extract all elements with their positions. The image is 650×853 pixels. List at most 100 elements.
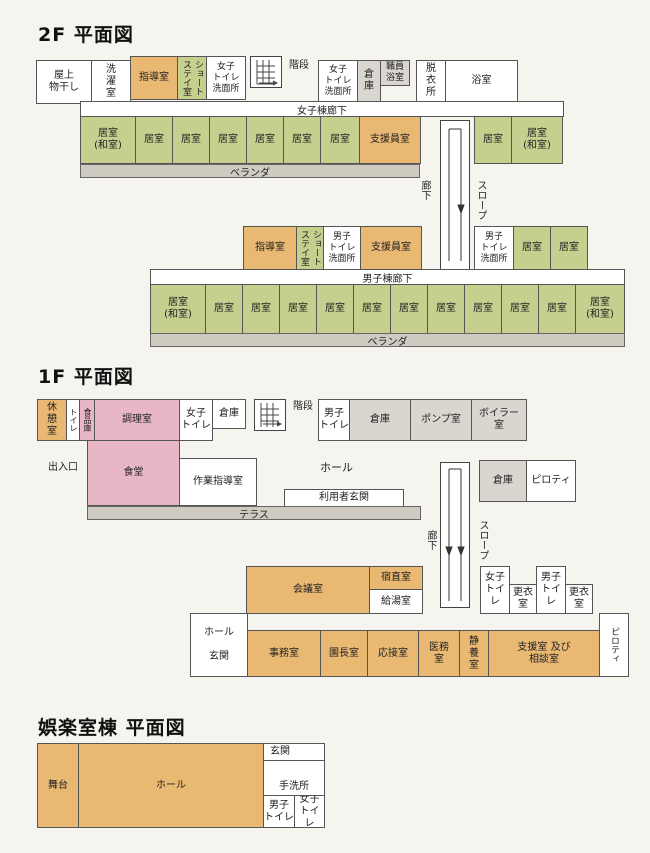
f2-sentaku: 洗 濯 室 [91,60,131,104]
f2-room-bot-7: 居室 [427,284,465,334]
f2-shido-a: 指導室 [130,56,178,100]
f2-slope [440,120,470,270]
f2-room-bot-1: 居室 [205,284,243,334]
title-2f: 2F 平面図 [38,24,134,46]
f1-kyukei: 休 憩 室 [37,399,67,441]
f1-stairs [254,399,286,431]
f2-room-bot-6: 居室 [390,284,428,334]
rec-tearai: 手洗所 [263,760,325,796]
f1-osetsu: 応接室 [367,630,419,677]
f2-roka-label: 廊下 [419,180,430,200]
f1-pump: ポンプ室 [410,399,472,441]
f2-room-top-5: 居室 [283,116,321,164]
f1-dan-toire: 男子 トイレ [318,399,350,441]
f1-jo-toire: 女子 トイレ [179,399,213,441]
f2-room-right-1: 居室 (和室) [511,116,563,164]
f1-shokudo: 食堂 [87,440,180,506]
f1-slope [440,462,470,608]
f2-dan-toilet: 男子 トイレ 洗面所 [323,226,361,270]
f2-men-corridor: 男子棟廊下 [150,269,625,285]
f1-jo-toire2: 女子 トイレ [480,566,510,614]
f1-koui-b: 更衣 室 [565,584,593,614]
f2-room-top-4: 居室 [246,116,284,164]
f2-kyo-r-1: 居室 [550,226,588,270]
f2-stairs [250,56,282,88]
f1-kaidan-label: 階段 [293,401,313,412]
f2-dan-toilet-r: 男子 トイレ 洗面所 [474,226,514,270]
f2-shien-b: 支援員室 [360,226,422,270]
title-recreation: 娯楽室棟 平面図 [38,717,186,739]
f2-room-top-6: 居室 [320,116,360,164]
f1-hall-genkan: ホール 玄関 [190,613,248,677]
f2-kaidan-label: 階段 [289,60,309,71]
f1-boiler: ボイラー 室 [471,399,527,441]
f1-slope-arrow-icon [445,468,465,601]
f2-room-right-0: 居室 [474,116,512,164]
f2-veranda-bottom: ベランダ [150,333,625,348]
f1-shukuchoku: 宿直室 [369,566,423,590]
f1-jimu: 事務室 [247,630,321,677]
f2-jo-toilet: 女子 トイレ 洗面所 [206,56,246,100]
f1-shokuhin: 食品庫 [79,399,95,441]
f2-room-bot-2: 居室 [242,284,280,334]
f2-yokushitsu: 浴室 [445,60,518,102]
f1-koui-a: 更衣 室 [509,584,537,614]
f1-sagyo: 作業指導室 [179,458,257,506]
f2-stairs-icon [256,60,279,86]
f2-veranda-top: ベランダ [80,164,420,179]
f2-jo-toilet2: 女子 トイレ 洗面所 [318,60,358,102]
f2-slope-arrow-icon [448,128,465,261]
f2-shido-b: 指導室 [243,226,297,270]
f2-kyo-r-0: 居室 [513,226,551,270]
f1-hall-label: ホール [320,461,353,474]
f1-shien-sodan: 支援室 及び 相談室 [488,630,600,677]
rec-genkan: 玄関 [263,743,325,761]
f1-piloti-b: ピロティ [599,613,629,677]
rec-hall: ホール [78,743,264,828]
rec-dan-toire: 男子 トイレ [263,795,295,828]
f2-souko: 倉 庫 [357,60,381,102]
f1-toire-s: トイレ [66,399,80,441]
f1-souko-a: 倉庫 [212,399,246,429]
f2-room-bot-10: 居室 [538,284,576,334]
f2-room-bot-5: 居室 [353,284,391,334]
f2-room-bot-11: 居室 (和室) [575,284,625,334]
f2-short-a-label: ショートステイ室 [181,60,203,96]
f2-room-top-0: 居室 (和室) [80,116,136,164]
f2-slope-label: スロープ [475,180,486,220]
f2-women-corridor: 女子棟廊下 [80,101,564,117]
f2-shien-a: 支援員室 [359,116,421,164]
rec-butai: 舞台 [37,743,79,828]
f1-piloti-b-label: ピロティ [609,627,619,663]
f1-shokuhin-label: 食品庫 [83,408,92,432]
f1-deiriguchi: 出入口 [48,462,78,473]
f1-slope-label: スロープ [477,520,488,560]
f1-stairs-icon [260,403,283,427]
f1-souko-b: 倉庫 [349,399,411,441]
f2-room-bot-0: 居室 (和室) [150,284,206,334]
f2-room-top-2: 居室 [172,116,210,164]
f2-room-top-1: 居室 [135,116,173,164]
f1-seiyo: 静 養 室 [459,630,489,677]
rec-jo-toire: 女子 トイレ [294,795,325,828]
f1-imu: 医務 室 [418,630,460,677]
f1-encho: 園長室 [320,630,368,677]
f2-short-b: ショートステイ室 [296,226,324,270]
f1-terrace: テラス [87,506,421,521]
f1-chori: 調理室 [94,399,180,441]
f1-roka-label: 廊下 [425,530,436,550]
f1-riyosha-genkan: 利用者玄関 [284,489,404,507]
f2-room-bot-3: 居室 [279,284,317,334]
f2-room-bot-4: 居室 [316,284,354,334]
f1-souko-c: 倉庫 [479,460,527,502]
f2-datsui: 脱 衣 所 [416,60,446,102]
f2-short-b-label: ショートステイ室 [299,230,321,266]
f1-piloti-a: ピロティ [526,460,576,502]
f2-room-bot-9: 居室 [501,284,539,334]
f1-dan-toire2: 男子 トイレ [536,566,566,614]
f2-short-a: ショートステイ室 [177,56,207,100]
f2-room-bot-8: 居室 [464,284,502,334]
f2-room-top-3: 居室 [209,116,247,164]
f1-kyuto: 給湯室 [369,589,423,614]
f1-toire-s-label: トイレ [69,408,78,432]
